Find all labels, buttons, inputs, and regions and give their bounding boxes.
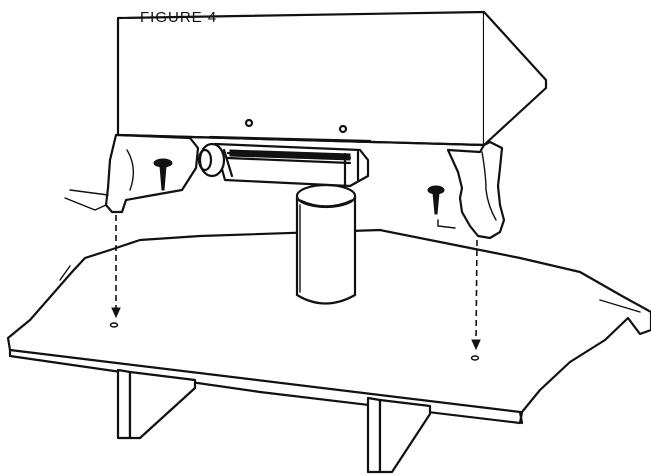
screw-right [427, 185, 445, 215]
guide-line-left [111, 215, 121, 319]
cabinet-leg-right [437, 140, 506, 240]
board-support-left [116, 368, 197, 440]
screw-hole-right [470, 355, 480, 361]
screw-left [153, 158, 173, 191]
base-board [6, 228, 651, 425]
cabinet [116, 10, 548, 147]
figure-title: FIGURE 4 [140, 9, 218, 26]
cylinder-container [295, 183, 357, 305]
motor-assembly [197, 142, 370, 188]
board-support-right [366, 396, 432, 474]
screw-hole-left [109, 322, 119, 328]
guide-line-right [471, 239, 481, 351]
cabinet-leg-left [64, 133, 200, 214]
